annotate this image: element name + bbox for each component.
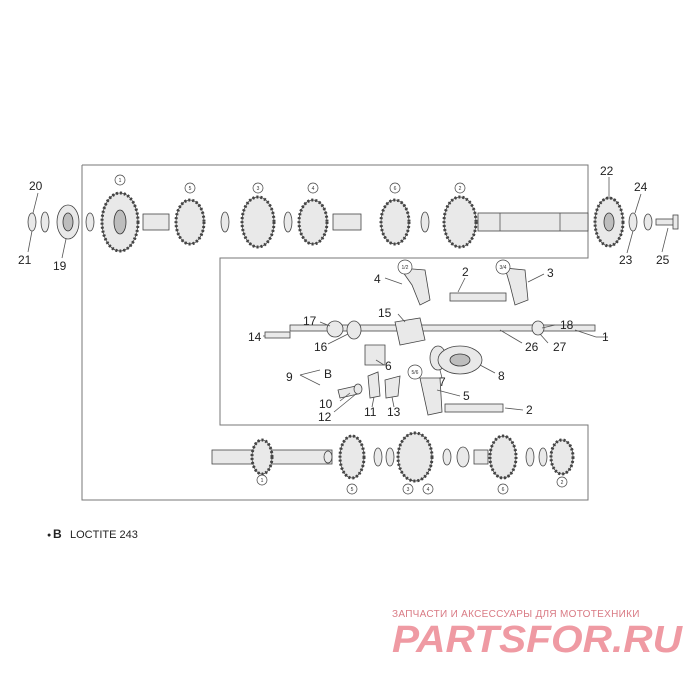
gear-mark-bottom-6: 2 [561,480,564,486]
outer-frame [81,164,589,501]
callout-18: 18 [560,318,574,332]
bottom-shaft-assembly [211,431,575,483]
callout-9: 9 [286,370,293,384]
gear-mark-top-3: 3 [257,186,260,192]
callout-26: 26 [525,340,539,354]
gear-mark-top-6: 2 [459,186,462,192]
callout-10: 10 [319,397,333,411]
fork-mark-1: 1/2 [402,265,409,271]
watermark-tagline: ЗАПЧАСТИ И АКСЕССУАРЫ ДЛЯ МОТОТЕХНИКИ [392,609,640,620]
watermark-brand: PARTSFOR.RU [392,619,684,661]
gear-mark-bottom-4: 4 [427,487,430,493]
fork-mark-3: 5/6 [412,370,419,376]
callout-8: 8 [498,369,505,383]
callout-25: 25 [656,253,670,267]
callout-2-bottom: 2 [526,403,533,417]
callout-15: 15 [378,306,392,320]
callout-19: 19 [53,259,67,273]
gear-mark-bottom-2: 5 [351,487,354,493]
callout-13: 13 [387,405,401,419]
part-left-bearing-group [27,204,95,240]
gear-mark-bottom-5: 6 [502,487,505,493]
drop-icon: ● [47,532,51,539]
callout-7: 7 [439,375,446,389]
part-sprocket-group [593,196,679,248]
callout-20: 20 [29,179,43,193]
legend-text: LOCTITE 243 [70,529,138,541]
callout-16: 16 [314,340,328,354]
callout-4: 4 [374,272,381,286]
fork-marks: 1/2 3/4 5/6 [397,259,511,380]
callout-2-top: 2 [462,265,469,279]
callout-6: 6 [385,359,392,373]
shift-assembly [264,267,596,416]
callout-23: 23 [619,253,633,267]
fork-mark-2: 3/4 [500,265,507,271]
gear-marks-bottom: 1 5 3 4 6 2 [256,474,568,495]
callout-12: 12 [318,410,332,424]
gear-mark-top-5: 6 [394,186,397,192]
callout-B: B [324,367,332,381]
top-shaft-assembly [100,191,589,253]
callout-24: 24 [634,180,648,194]
callout-11: 11 [364,405,377,419]
legend-symbol: B [53,527,62,541]
leader-lines [27,177,669,413]
gear-mark-bottom-1: 1 [261,478,264,484]
gear-mark-top-2: 5 [189,186,192,192]
callout-5: 5 [463,389,470,403]
callout-14: 14 [248,330,262,344]
callout-21: 21 [18,253,32,267]
legend: ● B LOCTITE 243 [47,527,138,541]
callout-3: 3 [547,266,554,280]
gear-mark-top-4: 4 [312,186,315,192]
gear-marks-top: 1 5 3 4 6 2 [114,174,466,194]
gear-mark-bottom-3: 3 [407,487,410,493]
callout-22: 22 [600,164,614,178]
watermark: ЗАПЧАСТИ И АКСЕССУАРЫ ДЛЯ МОТОТЕХНИКИ PA… [392,609,684,661]
callout-27: 27 [553,340,567,354]
callout-1: 1 [602,330,609,344]
callouts: 20 21 19 22 24 23 25 4 2 3 15 17 18 1 14… [18,164,670,424]
gear-mark-top-1: 1 [119,178,122,184]
callout-17: 17 [303,314,317,328]
